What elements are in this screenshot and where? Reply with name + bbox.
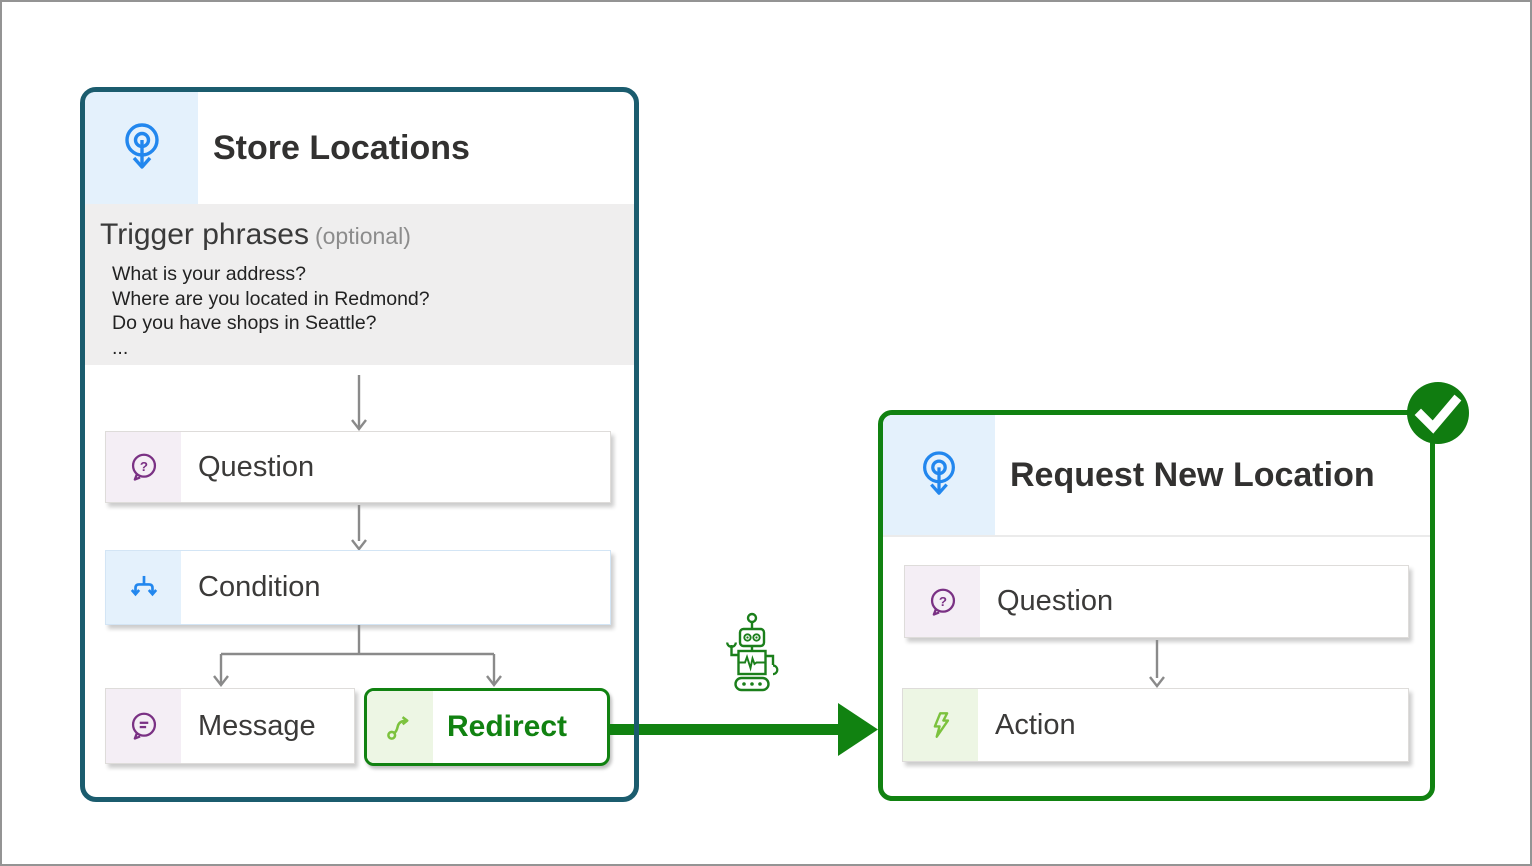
node-icon-tile <box>106 551 181 624</box>
trigger-phrases-label: Trigger phrases <box>100 218 309 251</box>
topic-card-request-new-location: Request New Location ? Question Action <box>878 382 1469 801</box>
trigger-icon <box>923 451 955 495</box>
node-label: Condition <box>198 571 321 603</box>
node-label: Redirect <box>447 710 568 743</box>
trigger-icon <box>124 123 159 169</box>
node-icon-tile: ? <box>106 432 181 502</box>
node-icon-tile <box>903 689 978 761</box>
node-icon-tile <box>367 691 433 763</box>
topic-title: Store Locations <box>213 129 470 167</box>
redirect-connection-arrow <box>610 703 878 756</box>
trigger-phrases-heading: Trigger phrases(optional) <box>100 218 618 252</box>
trigger-phrase-list: What is your address? Where are you loca… <box>100 262 618 360</box>
action-node: Action <box>902 688 1409 762</box>
message-node: Message <box>105 688 355 764</box>
message-bubble-icon <box>131 712 156 740</box>
topic-icon-tile <box>883 415 995 535</box>
topic-card-store-locations: Store Locations Trigger phrases(optional… <box>80 87 639 802</box>
branch-icon <box>130 575 157 596</box>
optional-label: (optional) <box>314 223 411 249</box>
header-divider <box>883 535 1430 537</box>
condition-node: Condition <box>105 550 611 625</box>
question-bubble-icon: ? <box>131 453 156 481</box>
topic-title: Request New Location <box>1010 456 1375 494</box>
node-label: Question <box>997 585 1114 617</box>
trigger-phrase: Where are you located in Redmond? <box>112 287 430 310</box>
bot-icon <box>726 612 779 692</box>
redirect-path-icon <box>387 716 409 740</box>
lightning-bolt-icon <box>933 712 949 738</box>
trigger-phrases-section: Trigger phrases(optional) What is your a… <box>85 204 634 365</box>
trigger-phrase: What is your address? <box>112 263 307 285</box>
svg-text:?: ? <box>139 459 147 474</box>
question-node: ? Question <box>904 565 1409 638</box>
branch-connector <box>213 625 502 687</box>
connector-arrow-down <box>351 505 367 551</box>
node-label: Message <box>198 709 316 742</box>
node-icon-tile <box>106 689 181 763</box>
success-check-badge <box>1407 382 1469 444</box>
trigger-phrase: Do you have shops in Seattle? <box>112 312 377 334</box>
connector-arrow-down <box>351 375 367 431</box>
connector-arrow-down <box>1149 640 1165 688</box>
svg-text:?: ? <box>938 593 946 608</box>
node-label: Question <box>198 450 315 483</box>
check-icon <box>1414 394 1462 434</box>
node-icon-tile: ? <box>905 566 980 637</box>
question-node: ? Question <box>105 431 611 503</box>
redirect-node: Redirect <box>364 688 610 766</box>
question-bubble-icon: ? <box>930 588 955 616</box>
node-label: Action <box>995 708 1076 741</box>
card-border-overlap <box>634 720 639 740</box>
topic-icon-tile <box>85 92 198 204</box>
trigger-phrase: ... <box>112 336 129 359</box>
